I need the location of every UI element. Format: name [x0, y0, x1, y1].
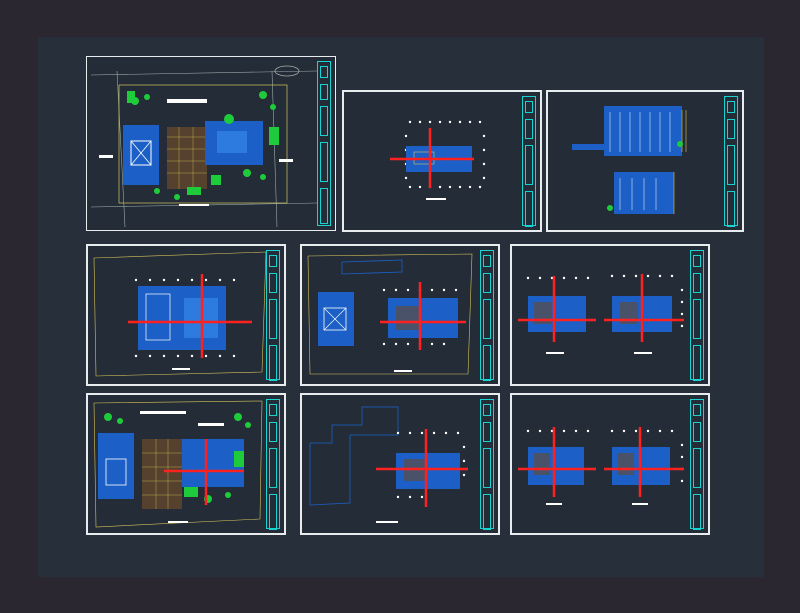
plan-drawing [390, 120, 486, 200]
sheet-plan-small-top[interactable] [342, 90, 542, 232]
floor-plan-pair-1-drawing [518, 274, 684, 354]
sheet-floor-plan-c[interactable] [300, 393, 500, 535]
sheet-site-plan-large[interactable] [86, 56, 336, 231]
title-block [266, 250, 280, 381]
sheet-floor-plan-pair-1[interactable] [510, 244, 710, 386]
floor-plan-pair-2-drawing [518, 427, 684, 505]
elevation-drawing [572, 106, 687, 214]
sheet-floor-plan-b[interactable] [300, 244, 500, 386]
title-block [690, 399, 704, 530]
title-block [266, 399, 280, 530]
floor-plan-c-drawing [309, 406, 468, 523]
title-block [480, 399, 494, 530]
floor-plan-a-drawing [93, 251, 267, 377]
title-block [522, 96, 536, 227]
floor-plan-b-drawing [307, 253, 473, 375]
sheet-site-plan-small[interactable] [86, 393, 286, 535]
title-block [480, 250, 494, 381]
sheet-floor-plan-pair-2[interactable] [510, 393, 710, 535]
site-plan-drawing [90, 65, 318, 228]
site-plan-small-drawing [93, 400, 263, 528]
sheet-elevation-sections[interactable] [546, 90, 744, 232]
sheet-floor-plan-a[interactable] [86, 244, 286, 386]
model-space-canvas[interactable] [38, 37, 764, 577]
title-block [724, 96, 738, 227]
title-block [317, 61, 331, 226]
title-block [690, 250, 704, 381]
